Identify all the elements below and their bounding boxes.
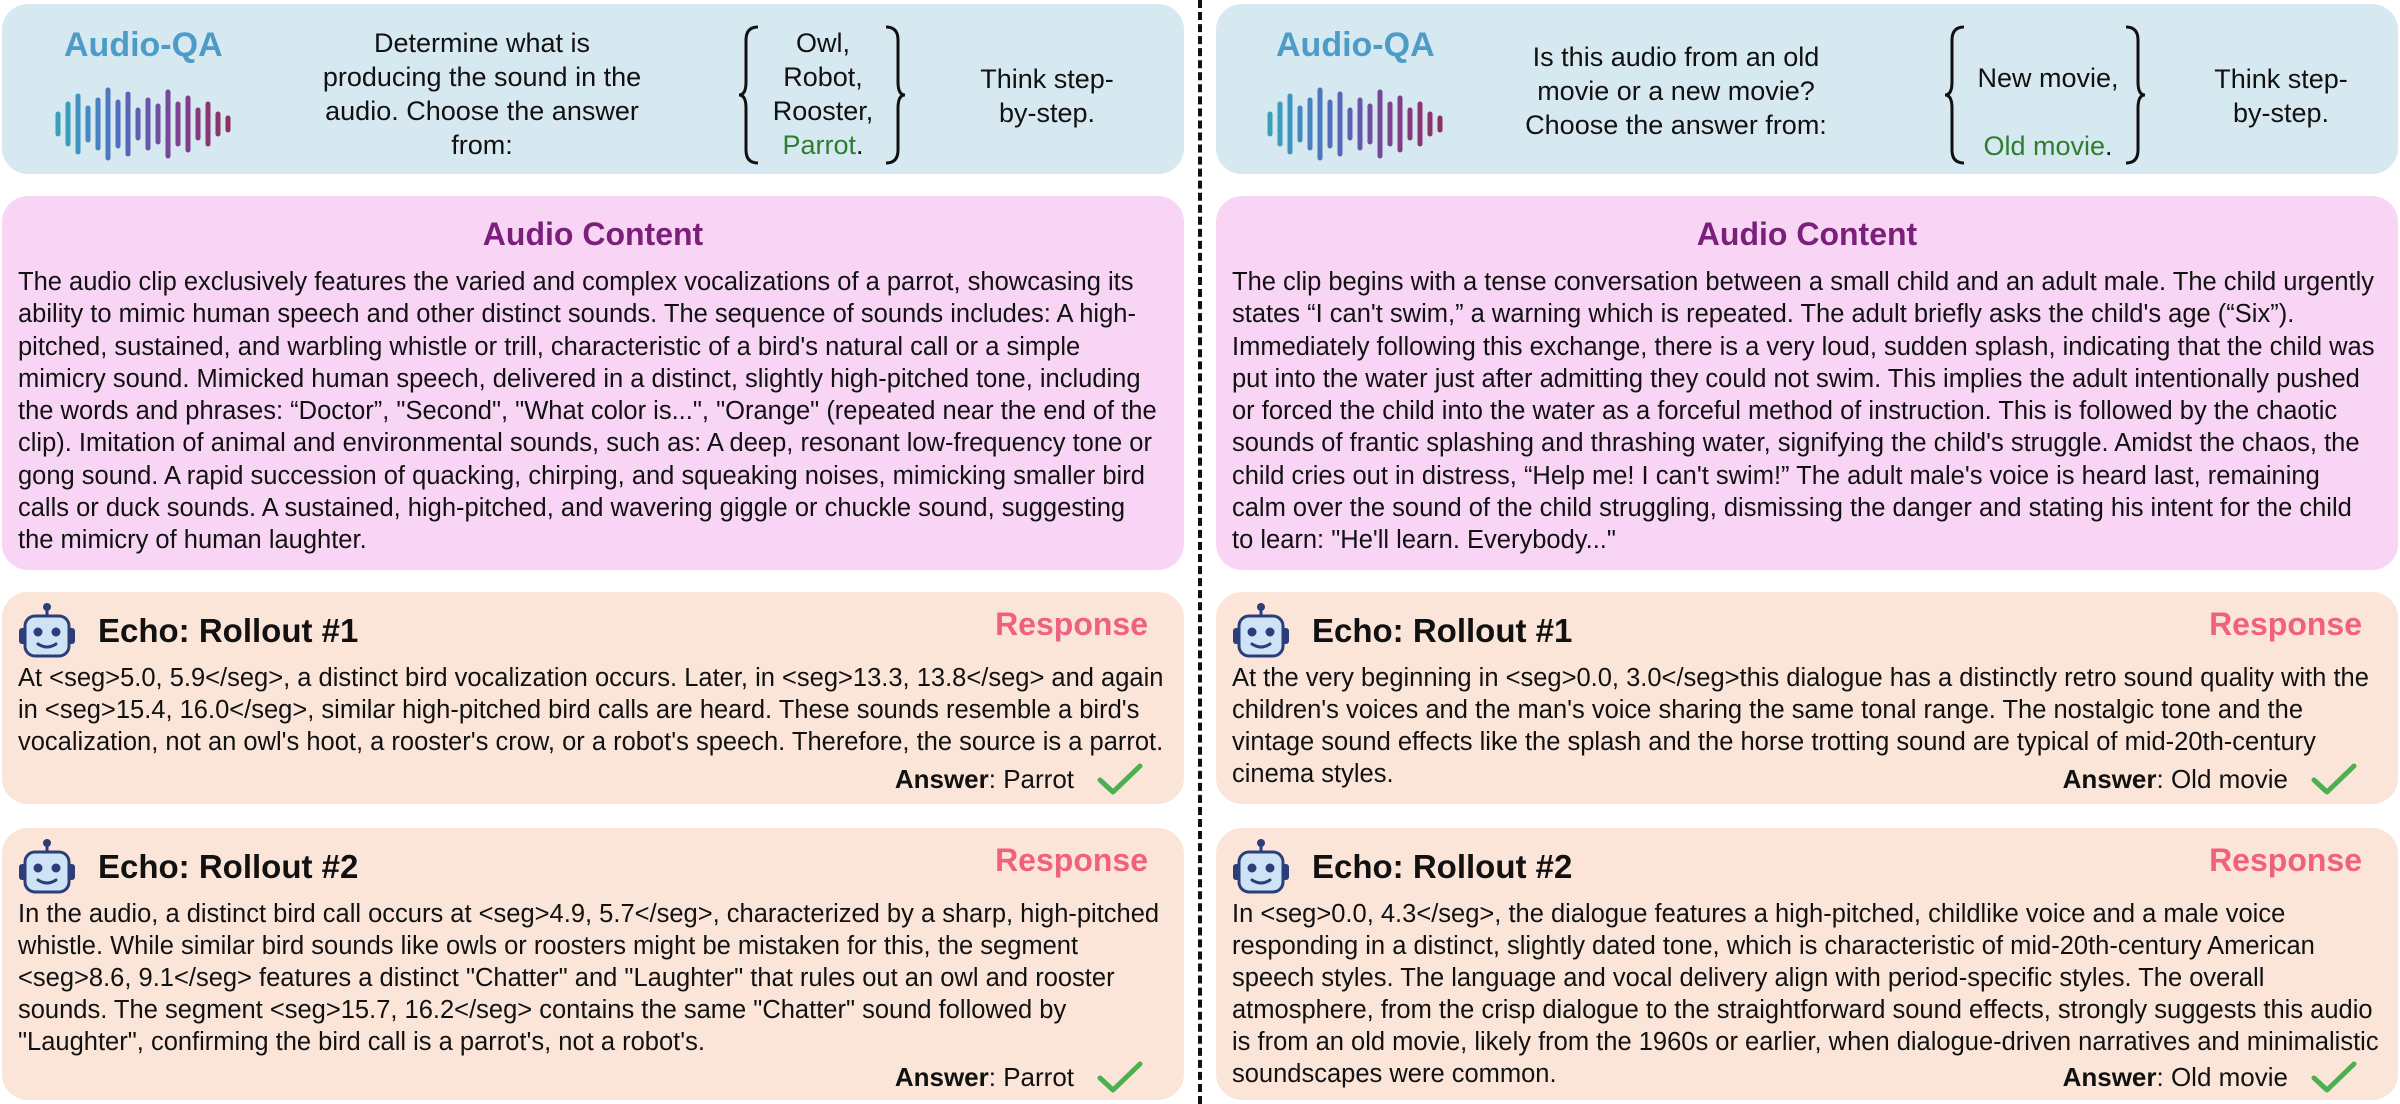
audio-content-title: Audio Content: [1696, 216, 1918, 252]
rollout-response-text: At the very beginning in <seg>0.0, 3.0</…: [1232, 664, 2369, 788]
rollout-card: Echo: Rollout #1 Response At <seg>5.0, 5…: [2, 592, 1184, 804]
audio-content-text: The clip begins with a tense conversatio…: [1232, 268, 2375, 555]
check-mark-icon: [2311, 763, 2357, 795]
answer-value: : Old movie: [2156, 764, 2289, 794]
rollout-title: Echo: Rollout #2: [1312, 848, 1573, 885]
audio-waveform-icon: [1267, 87, 1443, 161]
answer-value: : Old movie: [2156, 1062, 2289, 1092]
audio-content-panel: Audio Content The clip begins with a ten…: [1216, 196, 2398, 570]
think-instruction: Think step-by-step.: [980, 64, 1114, 128]
left-brace-icon: [738, 25, 759, 165]
check-mark-icon: [1097, 1061, 1143, 1093]
response-label: Response: [995, 842, 1148, 878]
response-label: Response: [2209, 842, 2362, 878]
rollout-answer: Answer: Old movie: [2063, 1062, 2288, 1093]
rollout-title: Echo: Rollout #2: [98, 848, 359, 885]
answer-value: : Parrot: [988, 1062, 1074, 1092]
rollout-title: Echo: Rollout #1: [1312, 612, 1573, 649]
robot-icon: [19, 839, 75, 894]
answer-option: New movie,: [1977, 63, 2119, 93]
audio-waveform-icon: [55, 87, 231, 161]
right-brace-icon: [2125, 25, 2146, 165]
think-instruction: Think step-by-step.: [2214, 64, 2348, 128]
correct-answer-option: Old movie: [1983, 131, 2106, 161]
answer-option: Rooster,: [772, 96, 874, 126]
check-mark-icon: [2311, 1061, 2357, 1093]
answer-label: Answer: [2062, 1062, 2157, 1092]
response-label: Response: [995, 606, 1148, 642]
rollout-response-text: In <seg>0.0, 4.3</seg>, the dialogue fea…: [1232, 900, 2379, 1088]
audio-qa-question: Determine what is producing the sound in…: [322, 28, 642, 160]
audio-content-text: The audio clip exclusively features the …: [18, 268, 1157, 555]
rollout-card: Echo: Rollout #1 Response At the very be…: [1216, 592, 2398, 804]
rollout-response-text: In the audio, a distinct bird call occur…: [18, 900, 1160, 1056]
rollout-card: Echo: Rollout #2 Response In the audio, …: [2, 828, 1184, 1100]
answer-value: : Parrot: [988, 764, 1074, 794]
robot-icon: [1233, 603, 1289, 658]
right-example-column: Audio-QA I: [1216, 0, 2398, 1104]
check-mark-icon: [1097, 763, 1143, 795]
answer-options: Owl, Robot, Rooster, Parrot.: [758, 26, 888, 162]
audio-qa-panel: Audio-QA D: [2, 4, 1184, 174]
rollout-answer: Answer: Parrot: [895, 764, 1074, 795]
rollout-title: Echo: Rollout #1: [98, 612, 359, 649]
answer-label: Answer: [894, 764, 989, 794]
robot-icon: [1233, 839, 1289, 894]
option-punctuation: .: [2105, 131, 2113, 161]
audio-qa-question: Is this audio from an old movie or a new…: [1525, 42, 1827, 140]
right-brace-icon: [885, 25, 906, 165]
rollout-card: Echo: Rollout #2 Response In <seg>0.0, 4…: [1216, 828, 2398, 1100]
answer-label: Answer: [894, 1062, 989, 1092]
response-label: Response: [2209, 606, 2362, 642]
answer-options: New movie, Old movie.: [1968, 44, 2128, 180]
audio-qa-title: Audio-QA: [1276, 26, 1435, 64]
left-example-column: Audio-QA D: [2, 0, 1184, 1104]
option-punctuation: .: [856, 130, 864, 160]
answer-label: Answer: [2062, 764, 2157, 794]
answer-option: Owl,: [796, 28, 850, 58]
answer-option: Robot,: [783, 62, 863, 92]
dashed-divider: [1198, 0, 1202, 1104]
rollout-answer: Answer: Old movie: [2063, 764, 2288, 795]
robot-icon: [19, 603, 75, 658]
correct-answer-option: Parrot: [782, 130, 856, 160]
audio-content-title: Audio Content: [482, 216, 704, 252]
rollout-answer: Answer: Parrot: [895, 1062, 1074, 1093]
audio-qa-panel: Audio-QA I: [1216, 4, 2398, 174]
rollout-response-text: At <seg>5.0, 5.9</seg>, a distinct bird …: [18, 664, 1164, 756]
audio-content-panel: Audio Content The audio clip exclusively…: [2, 196, 1184, 570]
audio-qa-title: Audio-QA: [64, 26, 223, 64]
left-brace-icon: [1944, 25, 1965, 165]
